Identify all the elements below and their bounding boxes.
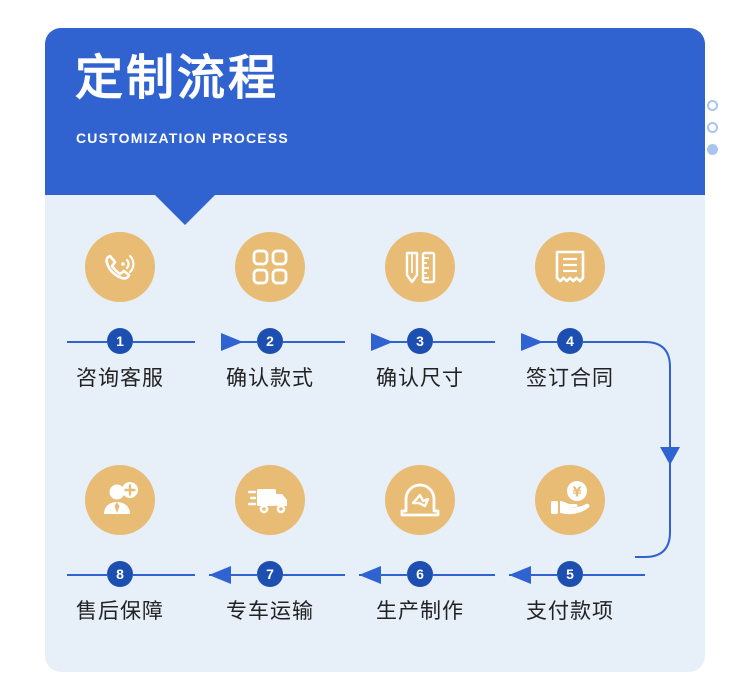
page-title-cn: 定制流程	[75, 52, 280, 105]
step-badge-1: 1	[107, 328, 133, 354]
process-row-1: 1 咨询客服 2 确认款式	[45, 232, 705, 417]
arrow-right-2-icon	[371, 333, 393, 351]
process-step-4[interactable]: 4 签订合同	[495, 232, 645, 390]
step-label-3: 确认尺寸	[376, 366, 464, 390]
step-badge-6: 6	[407, 561, 433, 587]
process-step-8[interactable]: 8 售后保障	[45, 465, 195, 623]
phone-support-icon	[85, 232, 155, 302]
header-banner	[45, 28, 718, 195]
decorative-dot-2-icon	[707, 122, 718, 133]
step-badge-5: 5	[557, 561, 583, 587]
arrow-left-2-icon	[359, 566, 381, 584]
process-step-2[interactable]: 2 确认款式	[195, 232, 345, 390]
process-step-3[interactable]: 3 确认尺寸	[345, 232, 495, 390]
process-row-2: 8 售后保障 7 专车运输	[45, 465, 705, 650]
step-label-6: 生产制作	[376, 599, 464, 623]
arrow-right-1-icon	[221, 333, 243, 351]
contract-document-icon	[535, 232, 605, 302]
arrow-left-1-icon	[209, 566, 231, 584]
process-step-5[interactable]: ¥ 5 支付款项	[495, 465, 645, 623]
header-notch-triangle-icon	[155, 195, 215, 225]
step-label-2: 确认款式	[226, 366, 314, 390]
process-step-1[interactable]: 1 咨询客服	[45, 232, 195, 390]
step-badge-7: 7	[257, 561, 283, 587]
step-label-7: 专车运输	[226, 599, 314, 623]
pencil-ruler-icon	[385, 232, 455, 302]
step-badge-3: 3	[407, 328, 433, 354]
decorative-dots-group	[707, 100, 729, 166]
manufacturing-machine-icon	[385, 465, 455, 535]
step-label-8: 售后保障	[76, 599, 164, 623]
hand-yuan-coin-icon: ¥	[535, 465, 605, 535]
step-label-5: 支付款项	[526, 599, 614, 623]
process-step-7[interactable]: 7 专车运输	[195, 465, 345, 623]
arrow-right-3-icon	[521, 333, 543, 351]
step-label-4: 签订合同	[526, 366, 614, 390]
step-badge-2: 2	[257, 328, 283, 354]
arrow-left-3-icon	[509, 566, 531, 584]
user-support-plus-icon	[85, 465, 155, 535]
step-badge-4: 4	[557, 328, 583, 354]
step-badge-8: 8	[107, 561, 133, 587]
grid-styles-icon	[235, 232, 305, 302]
step-label-1: 咨询客服	[76, 366, 164, 390]
delivery-truck-icon	[235, 465, 305, 535]
process-step-6[interactable]: 6 生产制作	[345, 465, 495, 623]
page-title-en: CUSTOMIZATION PROCESS	[76, 130, 289, 146]
decorative-dot-1-icon	[707, 100, 718, 111]
svg-text:¥: ¥	[572, 486, 581, 501]
decorative-dot-3-icon	[707, 144, 718, 155]
